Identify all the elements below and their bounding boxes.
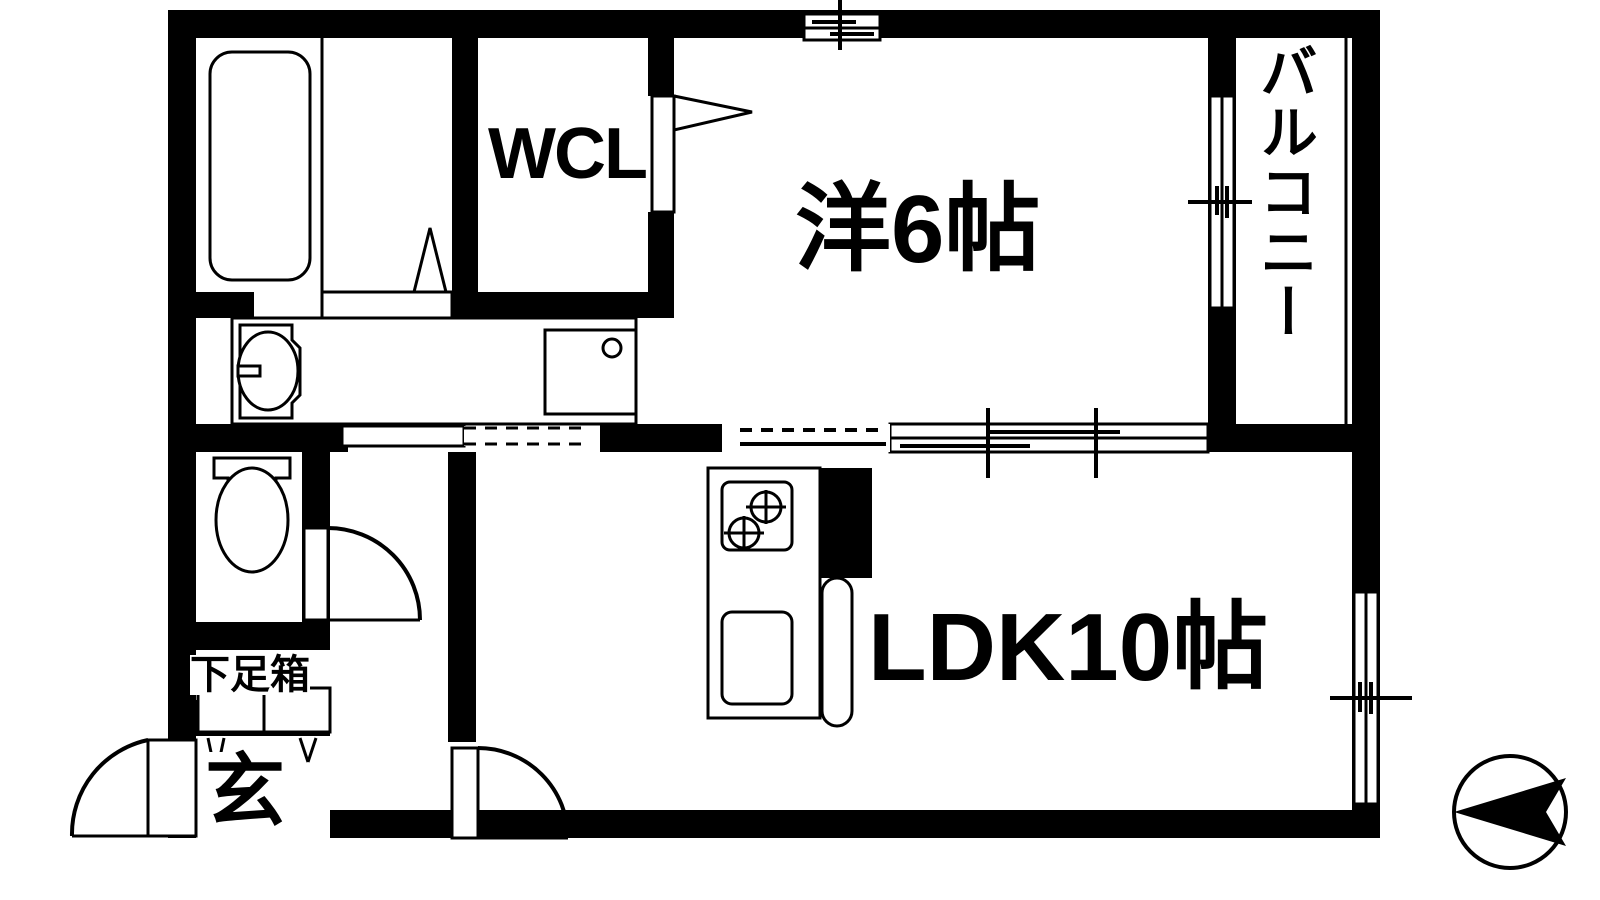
entrance-door-leaf[interactable] (146, 738, 198, 838)
wall-wcl-south (452, 292, 674, 318)
washbasin-faucet (236, 364, 262, 378)
toilet-door-leaf[interactable] (302, 526, 330, 622)
wall-bedroom-south-stub-right (1208, 424, 1236, 452)
washroom-sliding-door-panel[interactable] (340, 424, 466, 448)
wall-hallway-east (448, 452, 476, 742)
toilet-bowl (214, 466, 290, 574)
entrance-door-swing-arc (69, 738, 149, 837)
wall-balcony-divider-bottom (1208, 306, 1236, 438)
wall-toilet-south (196, 622, 330, 650)
room-label-bedroom: 洋6帖 (795, 176, 1041, 283)
wall-north-outer (168, 10, 1380, 38)
wall-east-outer-upper (1352, 10, 1380, 438)
genkan-step-mark-right2 (306, 737, 318, 763)
washroom-sliding-door-panel-2[interactable] (464, 426, 586, 446)
hallway-to-ldk-door-swing-arc (477, 746, 570, 839)
wall-balcony-south (1208, 424, 1380, 452)
wall-west-outer (168, 10, 196, 838)
room-label-shoe-cabinet: 下足箱 (190, 653, 310, 697)
wcl-door-swing (672, 94, 753, 132)
wall-wcl-east (648, 38, 674, 96)
room-label-balcony: バルコニー (1250, 42, 1316, 342)
wall-south-outer (168, 810, 1380, 838)
compass-rose (1452, 754, 1568, 870)
room-label-living: LDK10帖 (868, 594, 1269, 701)
wall-wcl-west (452, 38, 478, 300)
hallway-to-ldk-door-leaf[interactable] (450, 746, 480, 840)
toilet-door-swing-arc (327, 526, 422, 621)
wall-bath-south (196, 292, 254, 318)
compass-needle (1454, 778, 1566, 846)
wcl-door-leaf[interactable] (650, 94, 676, 214)
wall-wcl-east-lower (648, 212, 674, 300)
bathtub (208, 50, 312, 282)
room-label-closet: WCL (488, 114, 648, 194)
kitchen-tall-unit (820, 468, 872, 578)
washing-machine-pan (543, 328, 638, 416)
washing-machine-drain (601, 337, 623, 359)
bathroom-door-sill (320, 290, 454, 320)
wall-bedroom-south-stub-left (648, 424, 722, 452)
wall-corridor-south (196, 424, 348, 452)
room-label-entrance: 玄 (205, 747, 285, 836)
kitchen-faucet (820, 576, 854, 728)
kitchen-sink (720, 610, 794, 706)
genkan-step-mark-right (298, 737, 310, 763)
openings-group (736, 0, 1412, 806)
